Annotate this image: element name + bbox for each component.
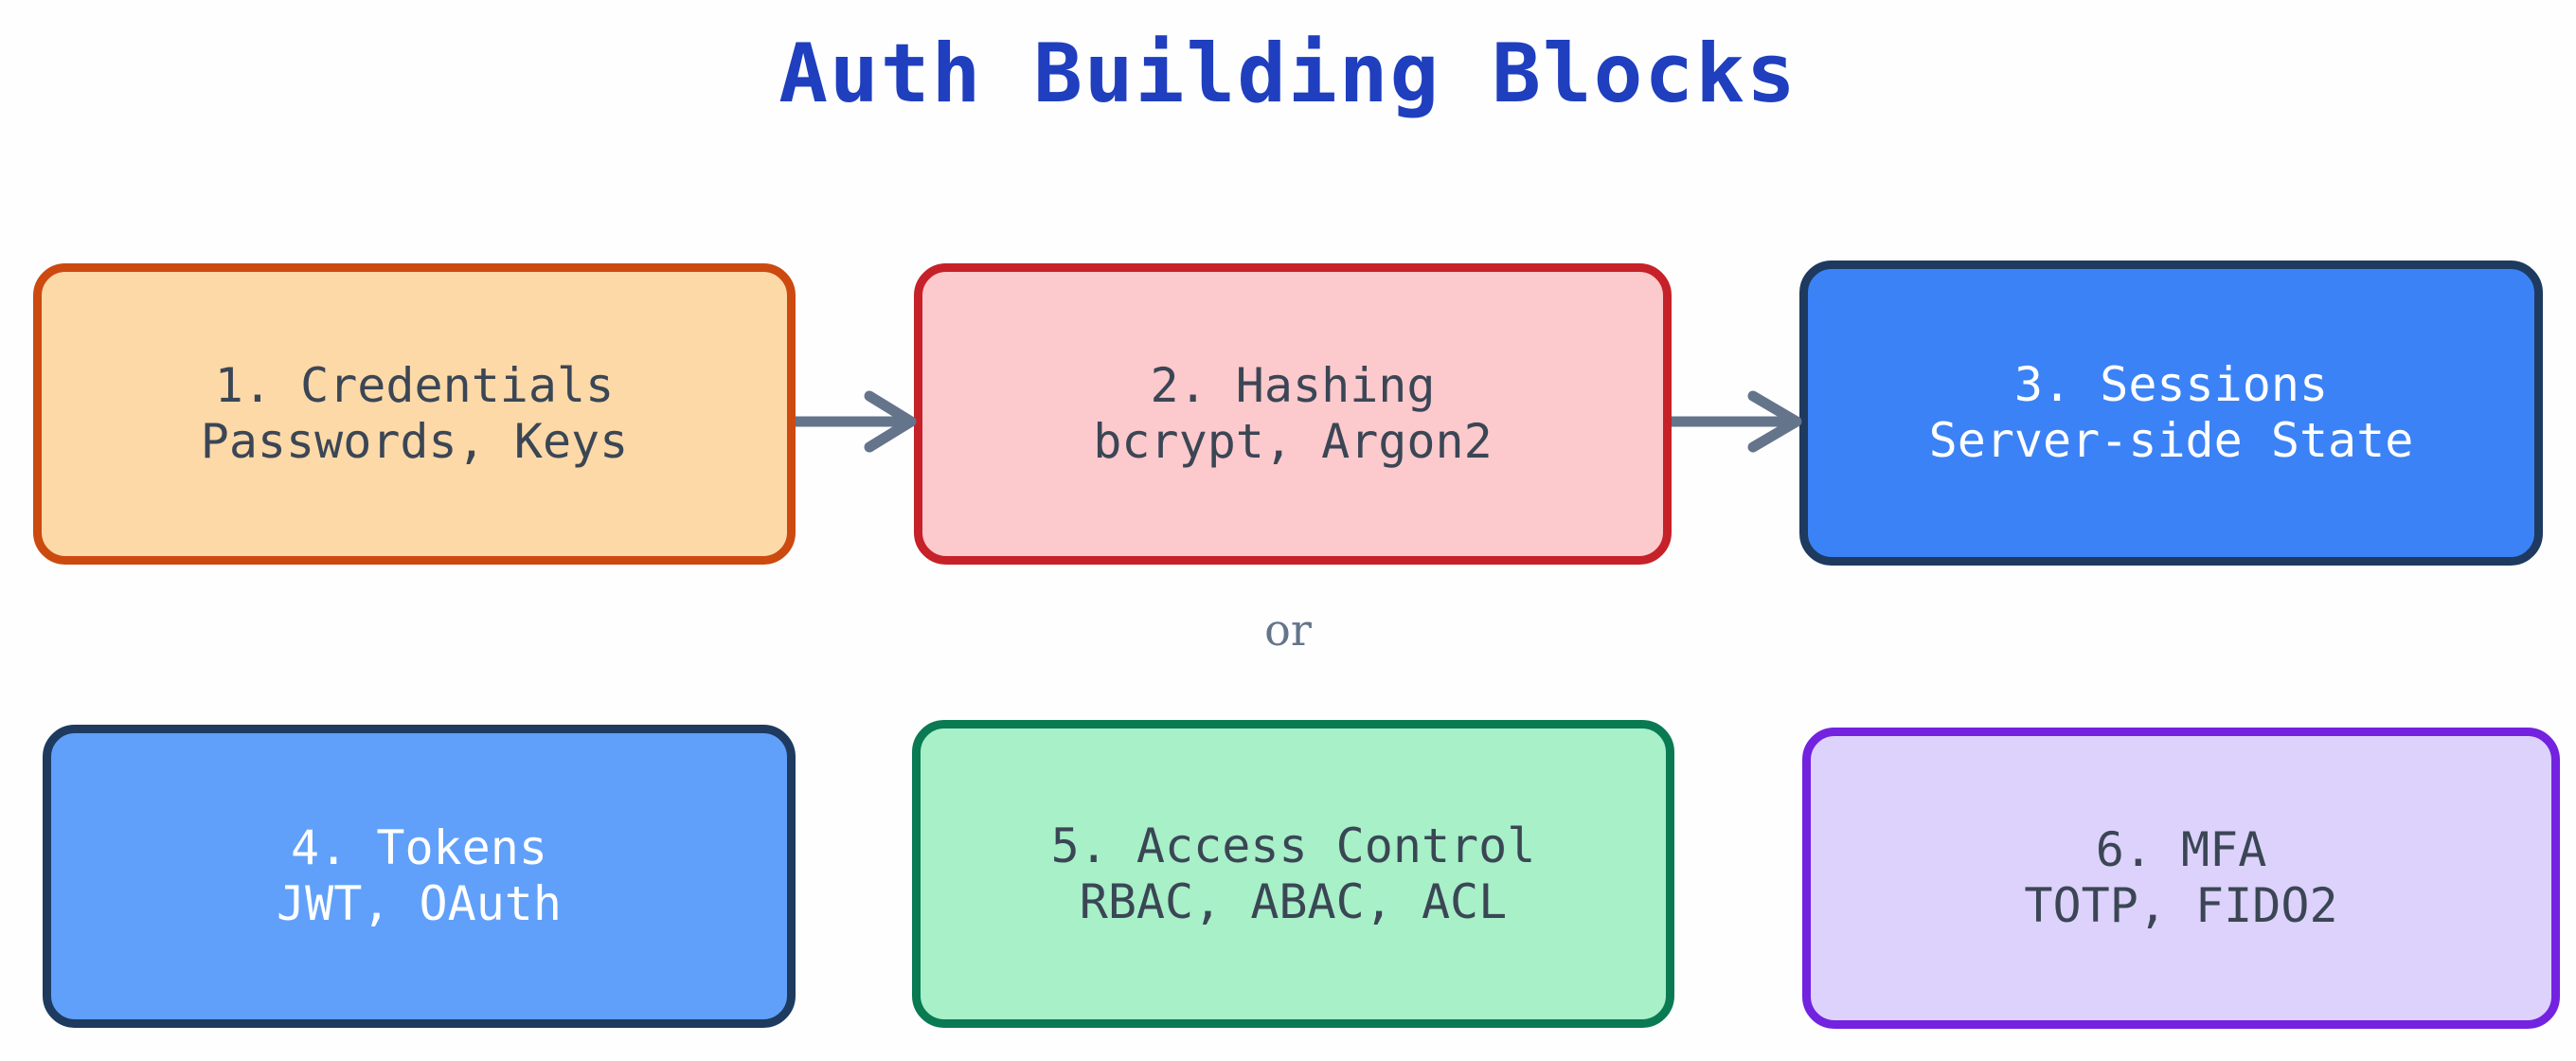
node-access-control-line2: RBAC, ABAC, ACL xyxy=(1079,873,1508,929)
node-hashing-line2: bcrypt, Argon2 xyxy=(1093,414,1493,469)
page-title: Auth Building Blocks xyxy=(778,27,1798,121)
node-mfa-line1: 6. MFA xyxy=(2095,822,2267,877)
node-access-control[interactable]: 5. Access Control RBAC, ABAC, ACL xyxy=(912,720,1674,1028)
node-hashing[interactable]: 2. Hashing bcrypt, Argon2 xyxy=(914,263,1672,565)
arrow-credentials-to-hashing xyxy=(796,390,917,453)
node-sessions-line1: 3. Sessions xyxy=(2013,357,2329,412)
node-credentials-line2: Passwords, Keys xyxy=(200,414,629,469)
connector-label-or: or xyxy=(1264,604,1312,656)
node-mfa-line2: TOTP, FIDO2 xyxy=(2024,878,2338,933)
node-tokens-line2: JWT, OAuth xyxy=(276,876,563,931)
node-hashing-line1: 2. Hashing xyxy=(1150,358,1436,413)
node-sessions[interactable]: 3. Sessions Server-side State xyxy=(1799,261,2543,566)
node-access-control-line1: 5. Access Control xyxy=(1050,818,1536,873)
arrow-hashing-to-sessions xyxy=(1672,390,1802,453)
node-credentials-line1: 1. Credentials xyxy=(214,358,615,413)
node-tokens-line1: 4. Tokens xyxy=(291,820,547,875)
node-mfa[interactable]: 6. MFA TOTP, FIDO2 xyxy=(1802,728,2560,1029)
node-tokens[interactable]: 4. Tokens JWT, OAuth xyxy=(43,725,796,1028)
node-credentials[interactable]: 1. Credentials Passwords, Keys xyxy=(33,263,796,565)
node-sessions-line2: Server-side State xyxy=(1928,413,2414,468)
